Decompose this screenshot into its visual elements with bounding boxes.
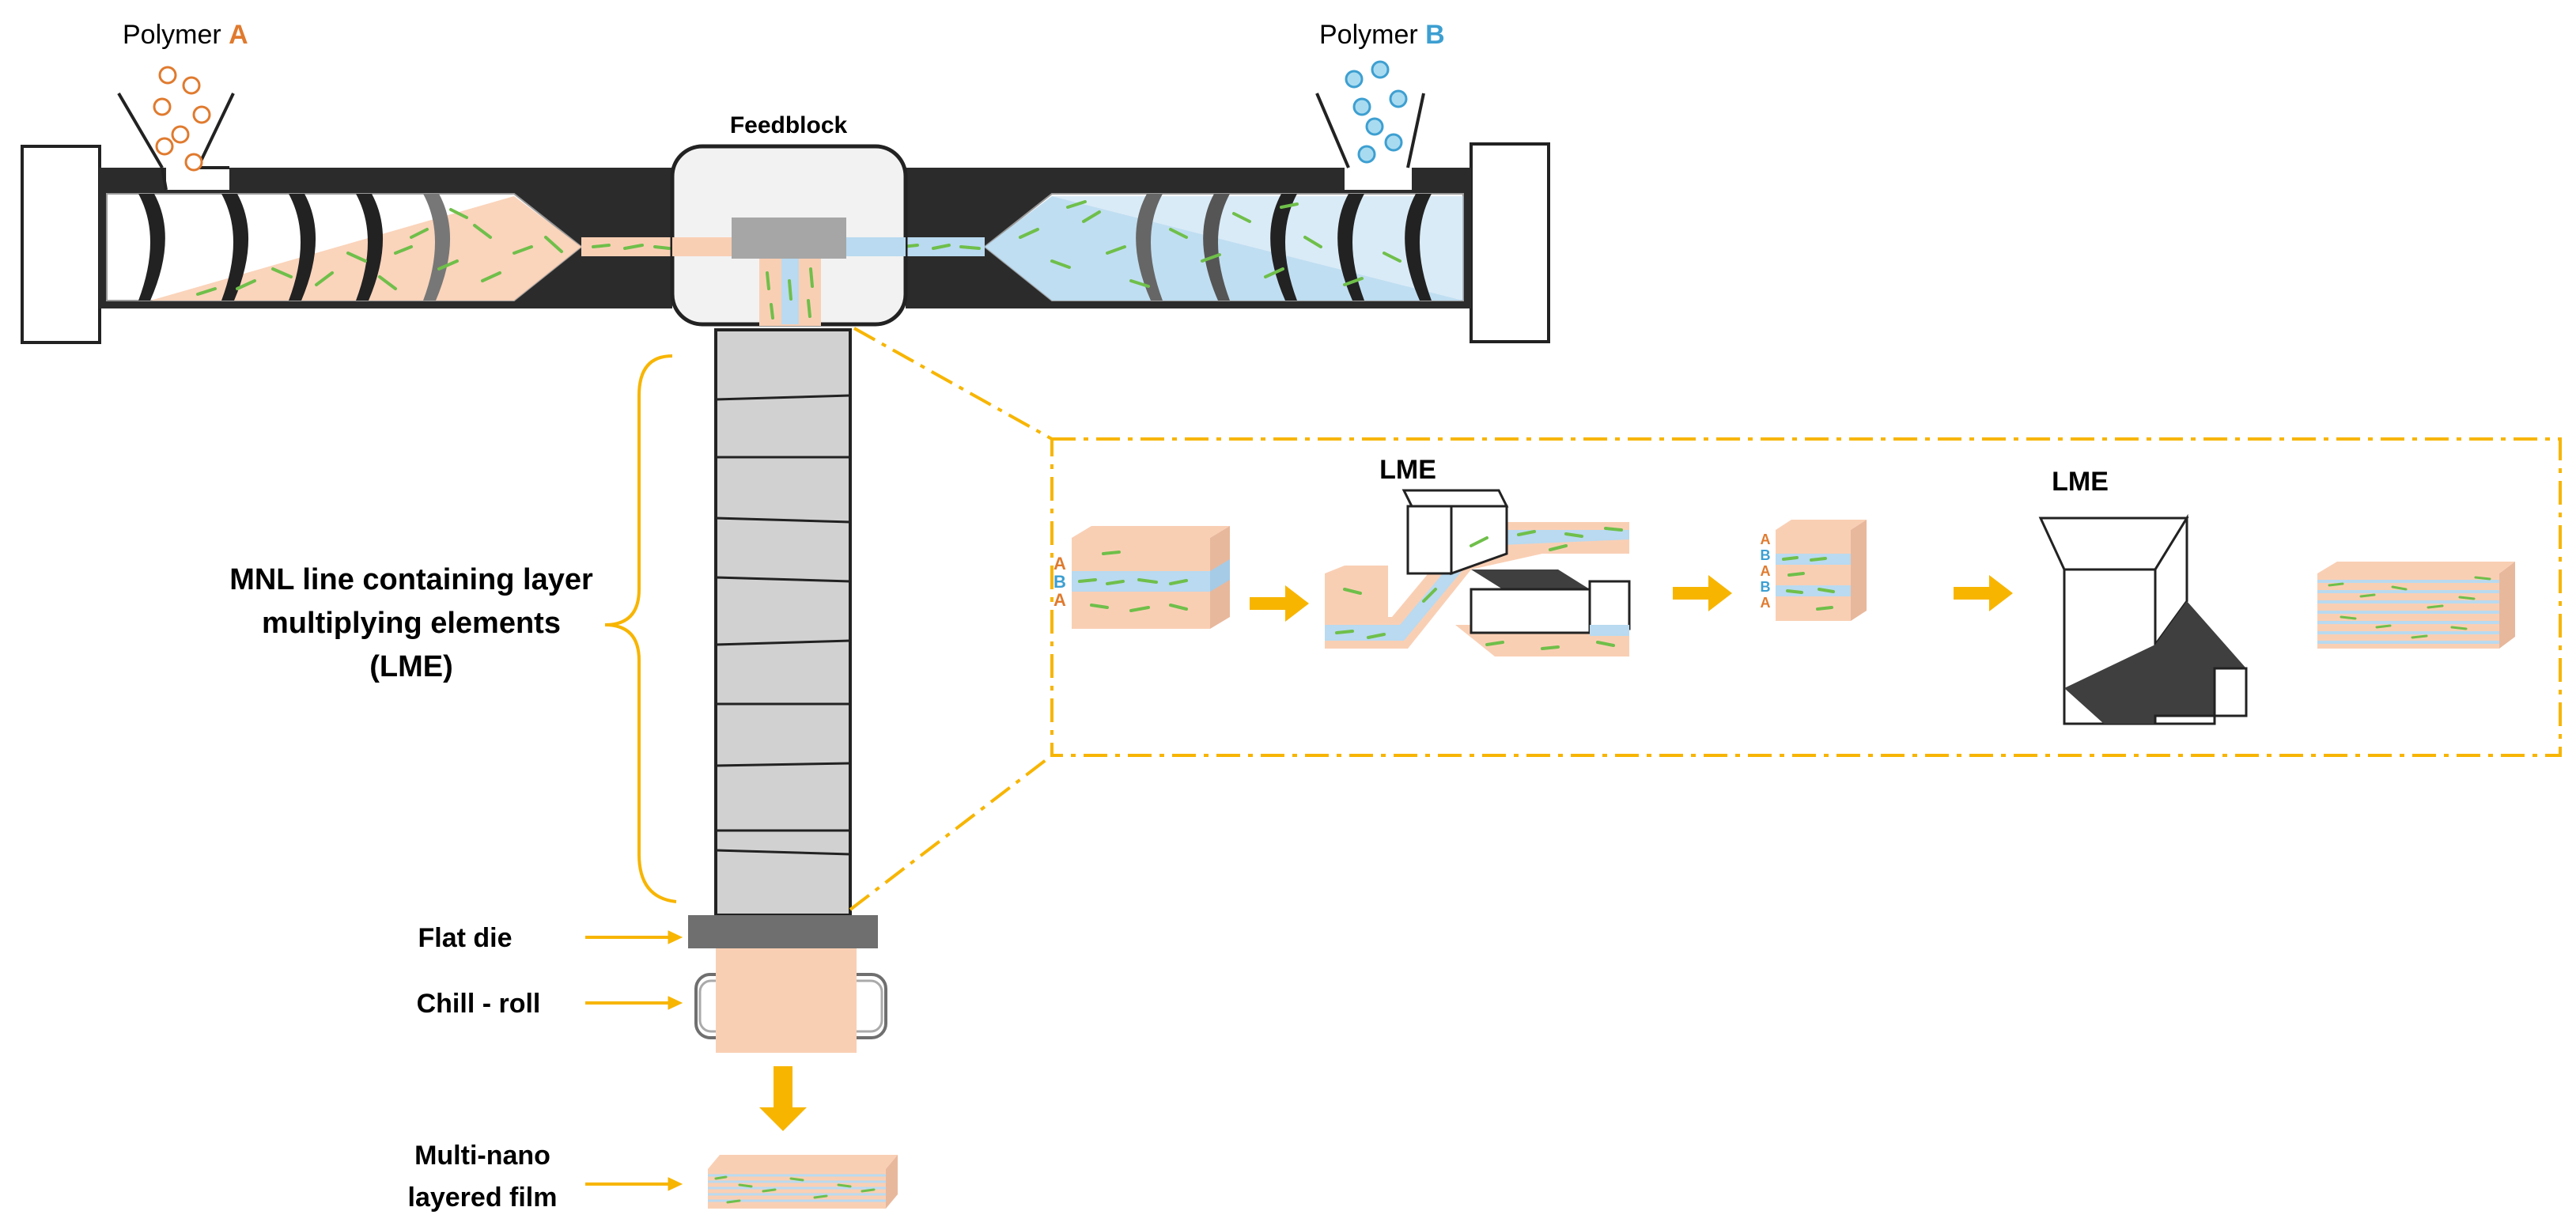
lme-element-1 xyxy=(1325,489,1631,657)
extruder-a-barrel xyxy=(99,168,672,308)
chill-roll-label: Chill - roll xyxy=(417,989,541,1019)
hopper-a xyxy=(117,92,235,191)
stack2-letter-4: B xyxy=(1761,579,1771,595)
feedblock-combiner xyxy=(732,218,846,259)
polymer-a-pellets xyxy=(153,66,211,172)
hopper-b xyxy=(1315,93,1425,168)
extruder-a xyxy=(21,66,672,344)
flat-die-label: Flat die xyxy=(418,923,512,953)
extruder-b-end-cap xyxy=(1470,142,1550,343)
inset-frame xyxy=(1050,437,2562,757)
stack2-letter-2: B xyxy=(1761,547,1771,563)
extruder-b-barrel xyxy=(906,168,1471,308)
mnl-label-line-1: MNL line containing layer xyxy=(229,563,593,596)
inset-film-aba xyxy=(1072,526,1230,629)
stack2-letter-1: A xyxy=(1761,532,1771,547)
feedblock xyxy=(670,144,908,327)
lme-label-1: LME xyxy=(1379,455,1436,485)
inset-film-ababa xyxy=(1776,520,1867,621)
lme-element-2 xyxy=(2038,513,2248,725)
stack-letter-a-bottom: A xyxy=(1053,590,1066,610)
extruder-a-screw xyxy=(138,194,451,301)
flat-die xyxy=(688,915,878,948)
inset-arrow-3 xyxy=(1954,575,2013,611)
extruder-b xyxy=(894,60,1550,343)
label-arrows xyxy=(585,930,683,1191)
polymer-b-pellets xyxy=(1345,60,1408,164)
stack-letter-b: B xyxy=(1053,572,1066,592)
mnl-brace xyxy=(604,354,677,903)
zoom-inset xyxy=(849,327,2562,911)
stack2-letter-3: A xyxy=(1761,563,1771,579)
down-arrow xyxy=(759,1066,807,1131)
extruder-b-screw xyxy=(1136,194,1432,301)
mnl-line xyxy=(604,324,852,917)
inset-arrow-2 xyxy=(1673,575,1732,611)
stack-letter-a-top: A xyxy=(1053,554,1066,573)
chill-roll xyxy=(694,948,887,1053)
multinano-label-line-1: Multi-nano xyxy=(414,1141,550,1171)
stack2-letter-5: A xyxy=(1761,595,1771,611)
polymer-a-label: Polymer A xyxy=(123,20,248,50)
feedblock-label: Feedblock xyxy=(730,112,848,138)
lme-stack xyxy=(714,328,852,917)
lme-label-2: LME xyxy=(2052,467,2109,497)
polymer-b-label: Polymer B xyxy=(1319,20,1445,50)
final-film xyxy=(708,1155,898,1209)
inset-film-multilayer xyxy=(2317,562,2515,649)
mnl-label-line-2: multiplying elements xyxy=(262,607,561,640)
extruder-a-end-cap xyxy=(21,145,101,344)
mnl-label-line-3: (LME) xyxy=(369,650,453,683)
multinano-label-line-2: layered film xyxy=(408,1182,558,1213)
inset-arrow-1 xyxy=(1250,585,1309,622)
